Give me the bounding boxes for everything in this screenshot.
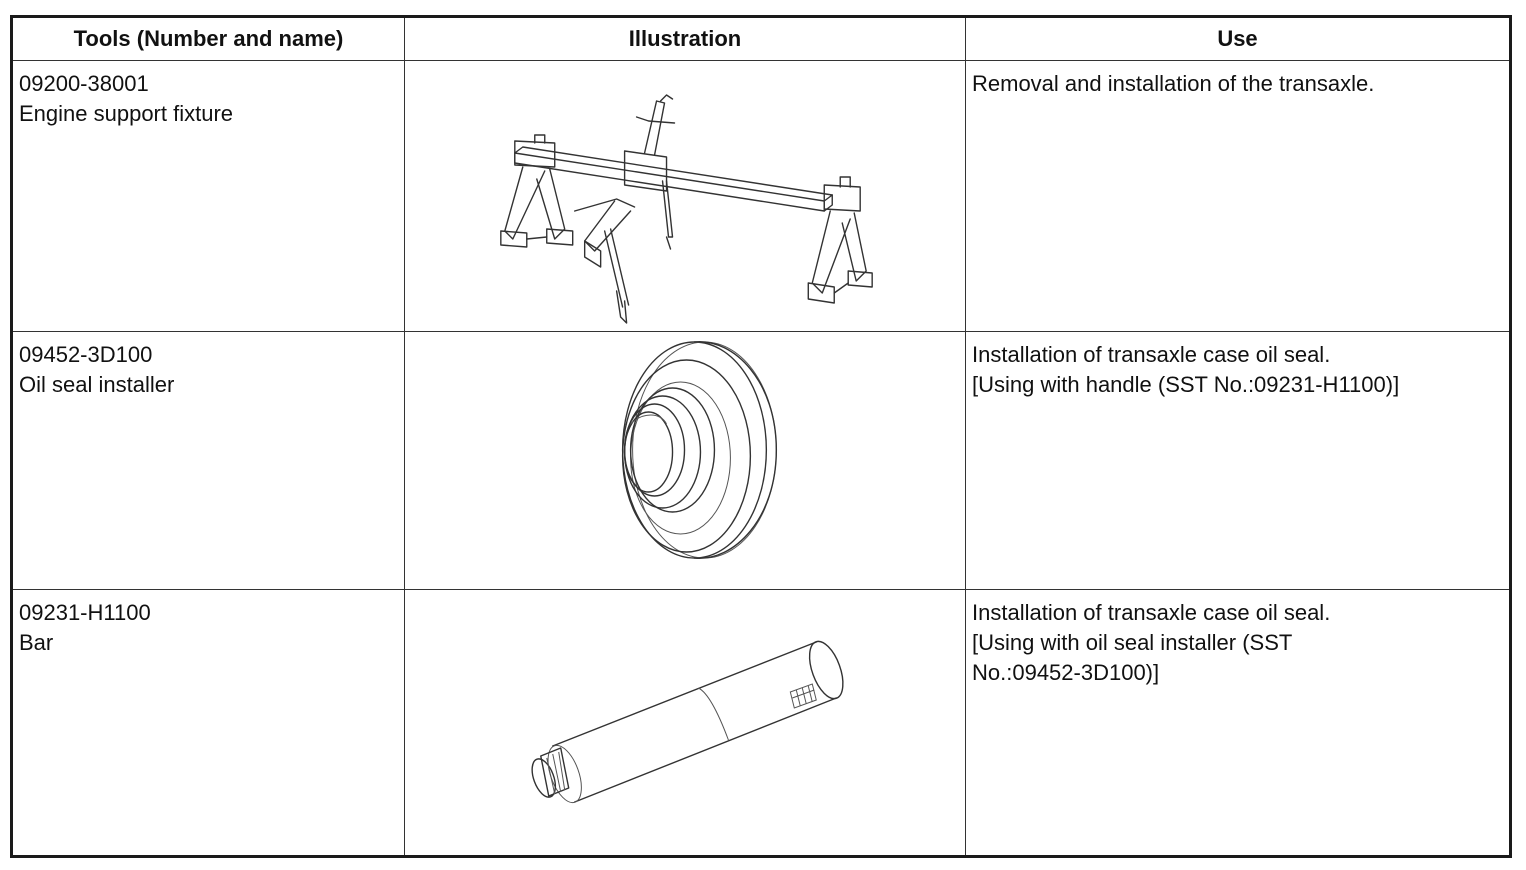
tool-number: 09452-3D100 xyxy=(19,342,153,367)
illustration-cell xyxy=(404,331,966,590)
tool-cell: 09452-3D100 Oil seal installer xyxy=(11,331,405,590)
bar-drawing xyxy=(531,640,844,804)
tool-name: Oil seal installer xyxy=(19,372,175,397)
tool-name: Bar xyxy=(19,630,54,655)
tool-use: Removal and installation of the transaxl… xyxy=(972,71,1375,96)
table-row: 09452-3D100 Oil seal installer xyxy=(11,331,1511,590)
oil-seal-installer-drawing xyxy=(621,341,778,559)
header-use: Use xyxy=(965,16,1511,61)
special-tools-table: Tools (Number and name) Illustration Use… xyxy=(10,15,1512,858)
tool-name: Engine support fixture xyxy=(19,101,234,126)
header-tools: Tools (Number and name) xyxy=(11,16,405,61)
use-cell: Installation of transaxle case oil seal.… xyxy=(965,589,1511,857)
tool-number: 09200-38001 xyxy=(19,71,149,96)
use-cell: Removal and installation of the transaxl… xyxy=(965,60,1511,332)
tool-use: Installation of transaxle case oil seal.… xyxy=(972,342,1400,397)
table-row: 09200-38001 Engine support fixture xyxy=(11,60,1511,332)
tool-use: Installation of transaxle case oil seal.… xyxy=(972,600,1331,685)
header-illustration: Illustration xyxy=(404,16,966,61)
tool-number: 09231-H1100 xyxy=(19,600,151,625)
engine-support-fixture-drawing xyxy=(500,94,873,324)
use-cell: Installation of transaxle case oil seal.… xyxy=(965,331,1511,590)
table-row: 09231-H1100 Bar xyxy=(11,589,1511,857)
illustration-cell xyxy=(404,589,966,857)
table-header-row: Tools (Number and name) Illustration Use xyxy=(11,16,1511,61)
illustration-cell xyxy=(404,60,966,332)
tool-cell: 09200-38001 Engine support fixture xyxy=(11,60,405,332)
tool-cell: 09231-H1100 Bar xyxy=(11,589,405,857)
